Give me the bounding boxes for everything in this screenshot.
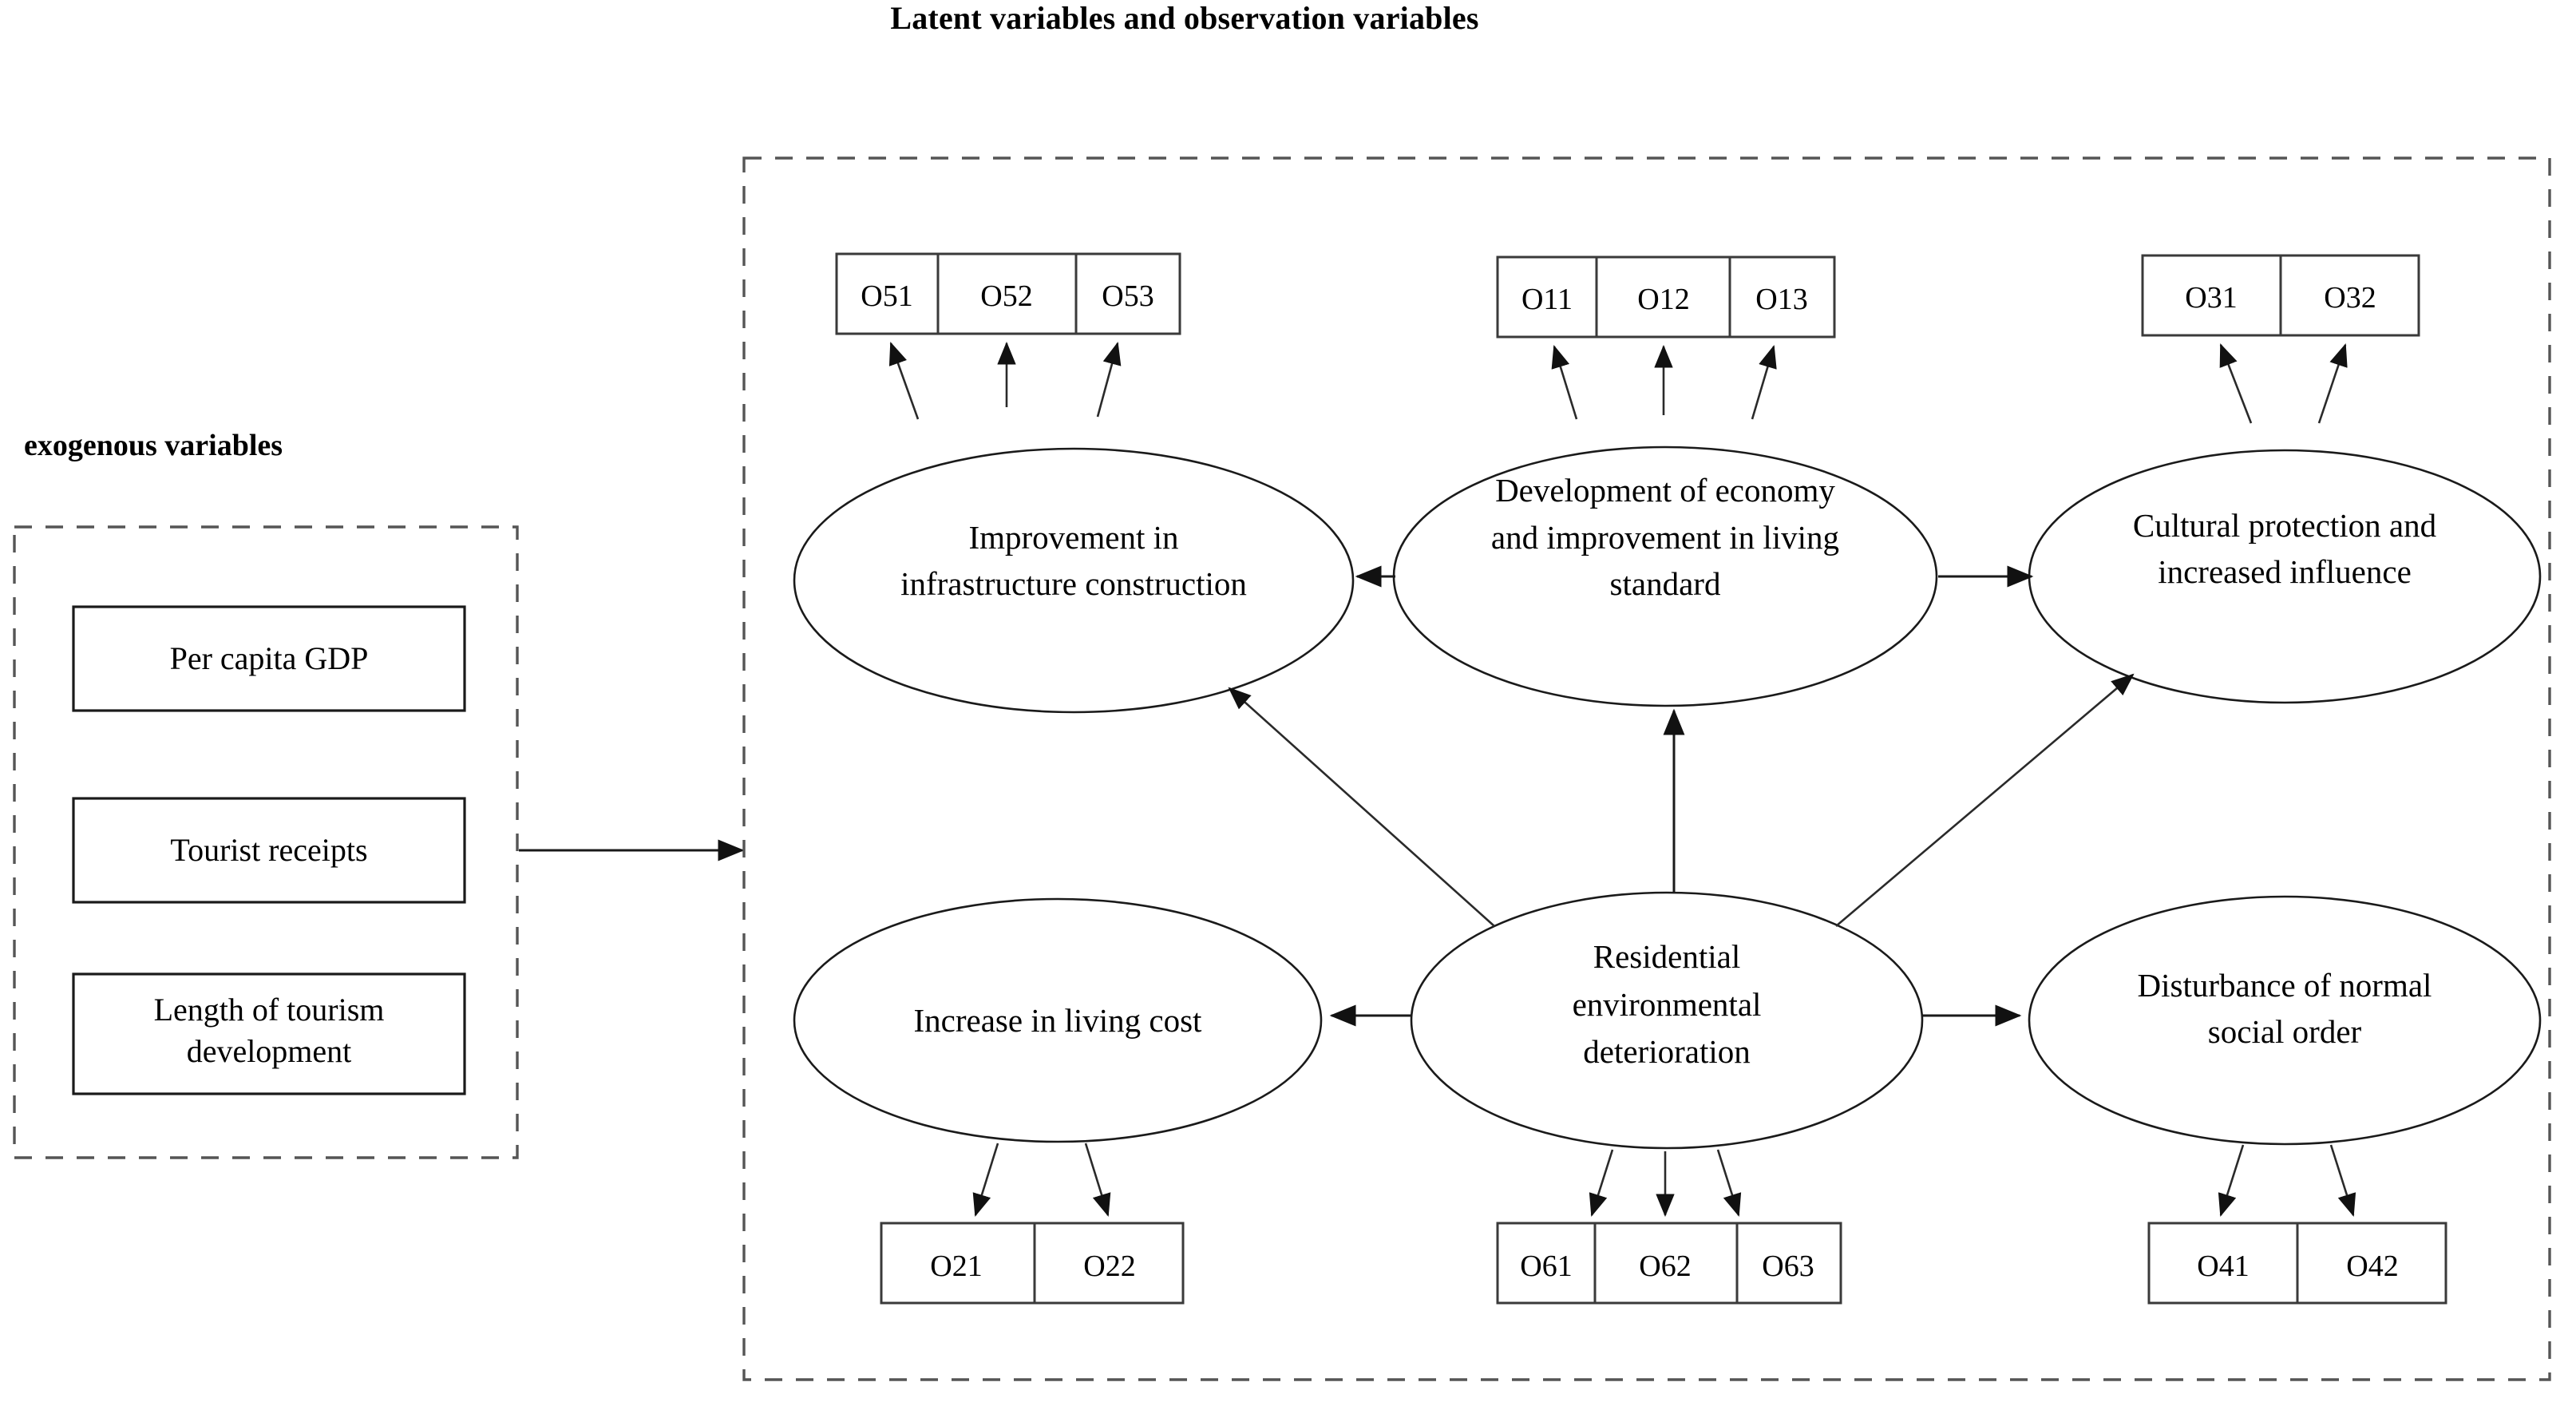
latent-node-label-line1: Residential: [1593, 938, 1740, 975]
latent-node-label-line1: Improvement in: [968, 519, 1178, 556]
exogenous-box-length-of-tourism-development[interactable]: Length of tourism development: [72, 972, 466, 1095]
observation-cell-o21[interactable]: O21: [930, 1250, 982, 1283]
latent-node-label-line2: increased influence: [2158, 553, 2412, 590]
arrow-infrastructure-to-o53: [1096, 341, 1122, 418]
arrow-residential-to-o61: [1589, 1149, 1614, 1217]
latent-node-living-cost[interactable]: Increase in living cost: [793, 897, 1323, 1143]
latent-node-label-line1: Disturbance of normal: [2138, 967, 2432, 1004]
latent-node-label-line1: Development of economy: [1495, 472, 1835, 509]
arrow-residential-to-cultural: [1835, 673, 2135, 927]
observation-group-o4: O41 O42: [2147, 1222, 2447, 1305]
observation-cell-o53[interactable]: O53: [1102, 279, 1153, 313]
arrow-economy-to-o13: [1751, 345, 1777, 420]
latent-node-label-line1: Increase in living cost: [914, 1002, 1203, 1039]
observation-cell-o12[interactable]: O12: [1637, 283, 1689, 316]
exogenous-box-per-capita-gdp[interactable]: Per capita GDP: [72, 605, 466, 712]
observation-cell-o31[interactable]: O31: [2185, 281, 2237, 315]
observation-cell-o41[interactable]: O41: [2197, 1250, 2249, 1283]
observation-group-o6: O61 O62 O63: [1496, 1222, 1842, 1305]
arrow-infrastructure-to-o51: [888, 342, 920, 420]
page-title: Latent variables and observation variabl…: [890, 0, 1478, 36]
observation-group-o3: O31 O32: [2141, 254, 2420, 337]
observation-cell-o63[interactable]: O63: [1762, 1250, 1814, 1283]
observation-group-o2: O21 O22: [880, 1222, 1185, 1305]
observation-group-o5: O51 O52 O53: [835, 252, 1181, 335]
observation-cell-o62[interactable]: O62: [1639, 1250, 1691, 1283]
observation-cell-o13[interactable]: O13: [1755, 283, 1807, 316]
latent-node-label-line3: standard: [1610, 565, 1721, 602]
arrow-social-order-to-o41: [2218, 1144, 2245, 1217]
arrow-living-cost-to-o22: [1084, 1143, 1111, 1217]
observation-cell-o32[interactable]: O32: [2324, 281, 2376, 315]
observation-cell-o51[interactable]: O51: [861, 279, 912, 313]
latent-node-infrastructure[interactable]: Improvement in infrastructure constructi…: [793, 447, 1355, 714]
latent-node-residential[interactable]: Residential environmental deterioration: [1410, 891, 1924, 1150]
observation-cell-o11[interactable]: O11: [1521, 283, 1573, 316]
observation-cell-o61[interactable]: O61: [1520, 1250, 1572, 1283]
exogenous-dashed-region: [13, 525, 519, 1159]
latent-node-label-line2: environmental: [1573, 986, 1762, 1023]
exogenous-box-label: Tourist receipts: [170, 832, 367, 868]
latent-node-label-line2: social order: [2208, 1013, 2362, 1050]
latent-node-label-line2: and improvement in living: [1491, 519, 1839, 556]
exogenous-box-label-line2: development: [187, 1033, 352, 1069]
arrow-economy-to-o11: [1551, 345, 1578, 420]
latent-node-label-line2: infrastructure construction: [900, 565, 1247, 602]
observation-cell-o42[interactable]: O42: [2346, 1250, 2398, 1283]
exogenous-box-label-line1: Length of tourism: [154, 992, 385, 1028]
arrow-residential-to-infrastructure: [1228, 687, 1495, 927]
latent-node-cultural[interactable]: Cultural protection and increased influe…: [2028, 449, 2542, 704]
arrow-cultural-to-o32: [2317, 343, 2348, 424]
arrow-residential-to-o63: [1716, 1149, 1742, 1217]
exogenous-box-tourist-receipts[interactable]: Tourist receipts: [72, 797, 466, 904]
exogenous-section-label: exogenous variables: [24, 429, 283, 462]
arrow-cultural-to-o31: [2219, 343, 2253, 424]
exogenous-box-label: Per capita GDP: [170, 640, 369, 676]
latent-node-social-order[interactable]: Disturbance of normal social order: [2028, 895, 2542, 1146]
latent-node-economy[interactable]: Development of economy and improvement i…: [1392, 446, 1938, 707]
arrow-living-cost-to-o21: [972, 1143, 999, 1217]
latent-node-label-line3: deterioration: [1583, 1033, 1750, 1070]
latent-node-label-line1: Cultural protection and: [2133, 507, 2436, 544]
observation-group-o1: O11 O12 O13: [1496, 255, 1836, 339]
observation-cell-o52[interactable]: O52: [980, 279, 1032, 313]
observation-cell-o22[interactable]: O22: [1083, 1250, 1135, 1283]
latent-dashed-region: [742, 156, 2551, 1381]
arrow-social-order-to-o42: [2329, 1144, 2356, 1217]
